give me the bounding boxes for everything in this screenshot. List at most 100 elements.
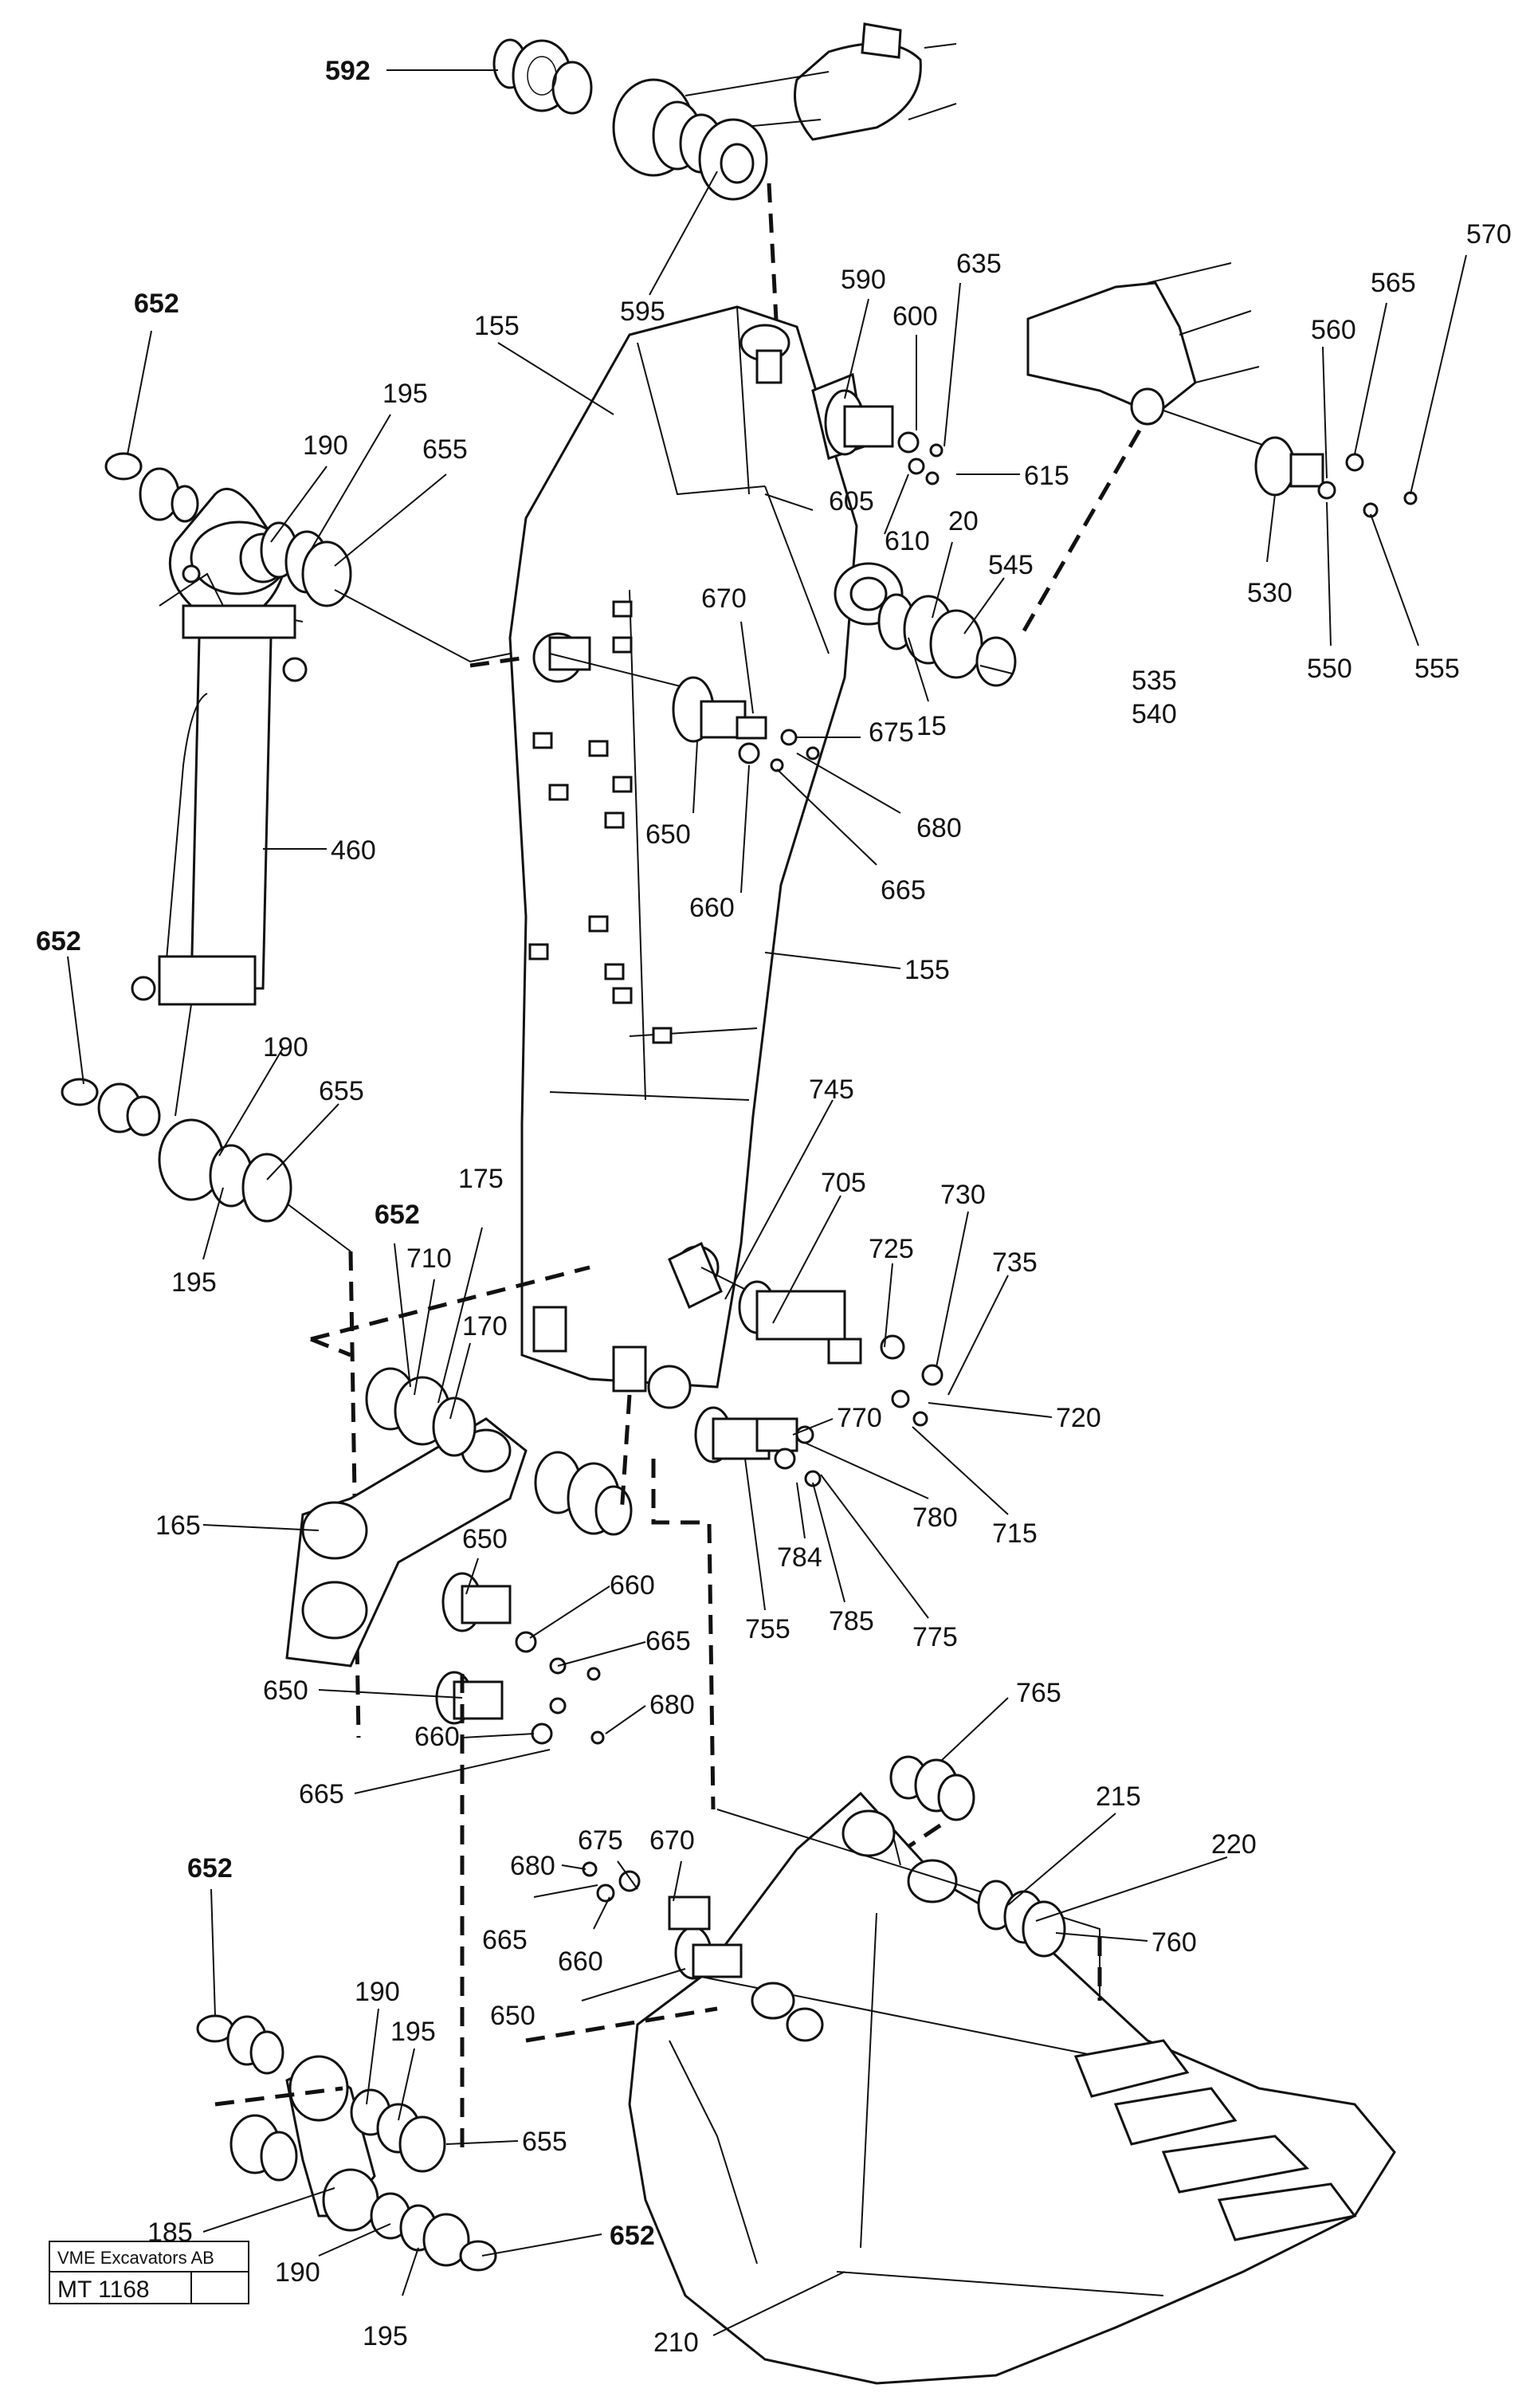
callout-725: 725 (869, 1234, 914, 1264)
callout-655: 655 (422, 434, 468, 465)
callout-215: 215 (1096, 1781, 1141, 1812)
callout-652: 652 (187, 1853, 233, 1884)
callout-670: 670 (649, 1825, 695, 1856)
pin-cluster-590 (755, 349, 943, 485)
callout-652: 652 (610, 2221, 655, 2251)
callout-190: 190 (275, 2257, 320, 2288)
callout-535: 535 (1132, 666, 1177, 696)
callout-660: 660 (414, 1722, 460, 1752)
callout-745: 745 (809, 1074, 854, 1105)
callout-190: 190 (263, 1032, 308, 1063)
drawing-stamp: VME Excavators AB MT 1168 (49, 2241, 249, 2304)
pin-755 (694, 1406, 822, 1487)
callout-605: 605 (829, 486, 874, 517)
callout-652: 652 (134, 289, 179, 319)
callout-655: 655 (522, 2127, 567, 2157)
bucket-210 (628, 1791, 1396, 2385)
callout-195: 195 (171, 1267, 217, 1298)
callout-670: 670 (701, 583, 747, 614)
callout-570: 570 (1466, 219, 1512, 249)
callout-590: 590 (841, 265, 886, 295)
callout-165: 165 (155, 1510, 201, 1541)
callout-190: 190 (355, 1977, 400, 2007)
cylinder-460 (131, 487, 308, 1117)
callout-550: 550 (1307, 654, 1352, 684)
callout-680: 680 (916, 813, 962, 843)
callout-680: 680 (649, 1690, 695, 1720)
callout-15: 15 (916, 711, 947, 741)
callout-555: 555 (1414, 654, 1460, 684)
callout-705: 705 (821, 1168, 866, 1198)
callout-600: 600 (892, 301, 938, 332)
callout-615: 615 (1024, 461, 1069, 491)
stamp-company: VME Excavators AB (57, 2248, 214, 2268)
drawing (61, 22, 1418, 2385)
callout-650: 650 (645, 819, 691, 850)
washer-stack-top (104, 452, 352, 607)
callout-675: 675 (578, 1825, 623, 1856)
callout-650: 650 (490, 2001, 535, 2031)
callout-560: 560 (1311, 315, 1356, 345)
callout-460: 460 (331, 835, 376, 866)
callout-665: 665 (482, 1925, 528, 1955)
callout-680: 680 (510, 1851, 555, 1881)
callout-660: 660 (558, 1946, 603, 1977)
leader-lines (67, 69, 1467, 2336)
bearing-stack-592 (492, 38, 593, 115)
washer-stack-mid (61, 1078, 292, 1223)
pin-705 (668, 1241, 943, 1427)
callout-652: 652 (375, 1200, 420, 1230)
callout-210: 210 (653, 2327, 699, 2358)
callout-650: 650 (263, 1675, 308, 1706)
callout-785: 785 (829, 1606, 874, 1636)
callout-195: 195 (382, 379, 428, 409)
pin-650-bucket (582, 1861, 743, 1980)
callout-784: 784 (777, 1542, 822, 1573)
link-185 (196, 2014, 497, 2272)
callout-665: 665 (881, 875, 926, 905)
callout-655: 655 (319, 1076, 364, 1106)
link-165 (285, 1367, 633, 1668)
callout-565: 565 (1371, 268, 1416, 298)
callout-195: 195 (390, 2017, 436, 2047)
boom-arm-155 (508, 305, 904, 1409)
callout-765: 765 (1016, 1678, 1061, 1708)
bearing-595 (679, 113, 768, 201)
callout-592: 592 (325, 56, 371, 86)
callout-650: 650 (462, 1524, 508, 1554)
callout-660: 660 (689, 893, 735, 923)
callout-labels: 592 595 652 195 190 655 155 590 600 635 … (36, 56, 1512, 2358)
callout-710: 710 (406, 1243, 452, 1274)
callout-155: 155 (904, 955, 950, 985)
pin-650-boom (548, 636, 820, 772)
callout-730: 730 (940, 1180, 986, 1210)
callout-20: 20 (948, 506, 979, 536)
callout-155: 155 (474, 311, 520, 341)
callout-735: 735 (992, 1247, 1038, 1278)
stamp-code: MT 1168 (57, 2276, 150, 2303)
callout-720: 720 (1056, 1403, 1101, 1433)
callout-760: 760 (1151, 1927, 1197, 1958)
callout-610: 610 (885, 526, 930, 556)
callout-190: 190 (303, 430, 348, 461)
callout-635: 635 (956, 249, 1002, 279)
boom-end-assembly (612, 22, 957, 177)
callout-530: 530 (1247, 578, 1293, 608)
callout-195: 195 (363, 2321, 408, 2351)
callout-652: 652 (36, 926, 81, 957)
callout-220: 220 (1211, 1829, 1257, 1860)
callout-775: 775 (912, 1622, 958, 1652)
callout-675: 675 (869, 717, 914, 748)
callout-660: 660 (610, 1570, 655, 1601)
callout-540: 540 (1132, 699, 1177, 729)
callout-595: 595 (620, 297, 665, 327)
callout-755: 755 (745, 1614, 790, 1644)
callout-715: 715 (992, 1518, 1038, 1549)
callout-170: 170 (462, 1311, 508, 1341)
arm-top-right (1026, 262, 1418, 518)
washer-stack-765 (889, 1755, 975, 1821)
callout-770: 770 (837, 1403, 882, 1433)
callout-780: 780 (912, 1503, 958, 1533)
callout-665: 665 (645, 1626, 691, 1656)
